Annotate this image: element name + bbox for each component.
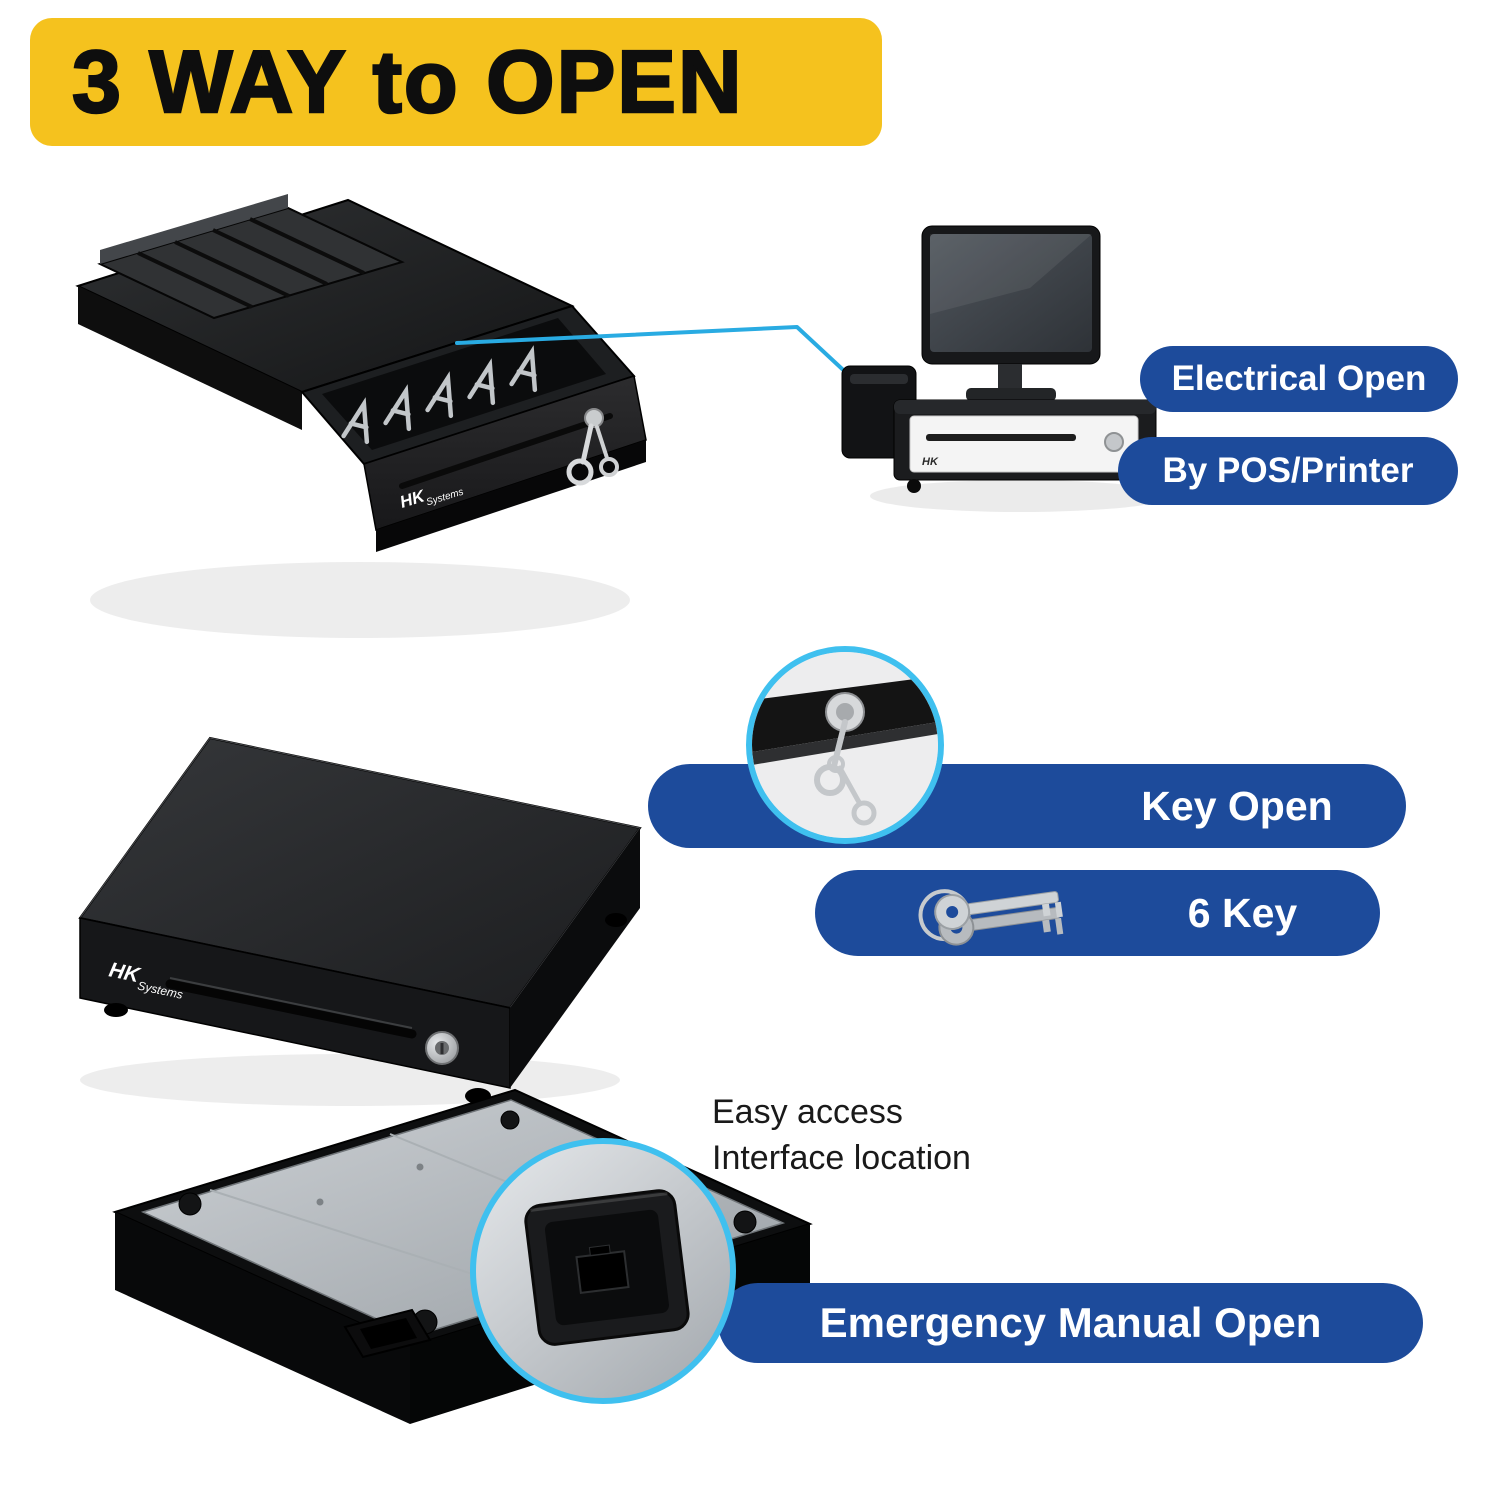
key-open-label: Key Open <box>1141 782 1333 829</box>
by-pos-printer-pill: By POS/Printer <box>1118 437 1458 505</box>
six-key-pill: 6 Key <box>815 870 1380 956</box>
coin-tray <box>97 194 405 320</box>
electrical-open-label: Electrical Open <box>1171 359 1427 398</box>
caption-line-1: Easy access <box>712 1093 903 1131</box>
interface-cutout <box>343 1308 432 1359</box>
emergency-manual-open-label: Emergency Manual Open <box>819 1299 1322 1346</box>
interface-caption: Easy access Interface location <box>712 1090 971 1182</box>
connector-inset-image <box>524 1189 690 1346</box>
keys-image <box>918 889 1064 946</box>
key-lock-inset-image <box>752 652 938 838</box>
six-key-label: 6 Key <box>1187 889 1298 936</box>
by-pos-printer-label: By POS/Printer <box>1162 451 1414 490</box>
brand-logo: HK <box>922 456 939 468</box>
pos-cash-drawer: HK <box>893 399 1157 493</box>
connector-inset <box>470 1138 736 1404</box>
pos-monitor <box>921 225 1101 401</box>
title-banner: 3 WAY to OPEN <box>30 18 882 146</box>
electrical-open-pill: Electrical Open <box>1140 346 1458 412</box>
pos-system-image: HK <box>841 225 1170 512</box>
emergency-manual-open-pill: Emergency Manual Open <box>718 1283 1423 1363</box>
key-lock-inset <box>746 646 944 844</box>
caption-line-2: Interface location <box>712 1138 971 1177</box>
drawer-key-lock <box>425 1031 459 1065</box>
closed-cash-drawer-image: HK Systems <box>78 736 642 1106</box>
open-cash-drawer-image: HK Systems <box>75 194 647 638</box>
drawer-lock-with-keys <box>566 408 619 486</box>
page-title: 3 WAY to OPEN <box>71 31 744 133</box>
